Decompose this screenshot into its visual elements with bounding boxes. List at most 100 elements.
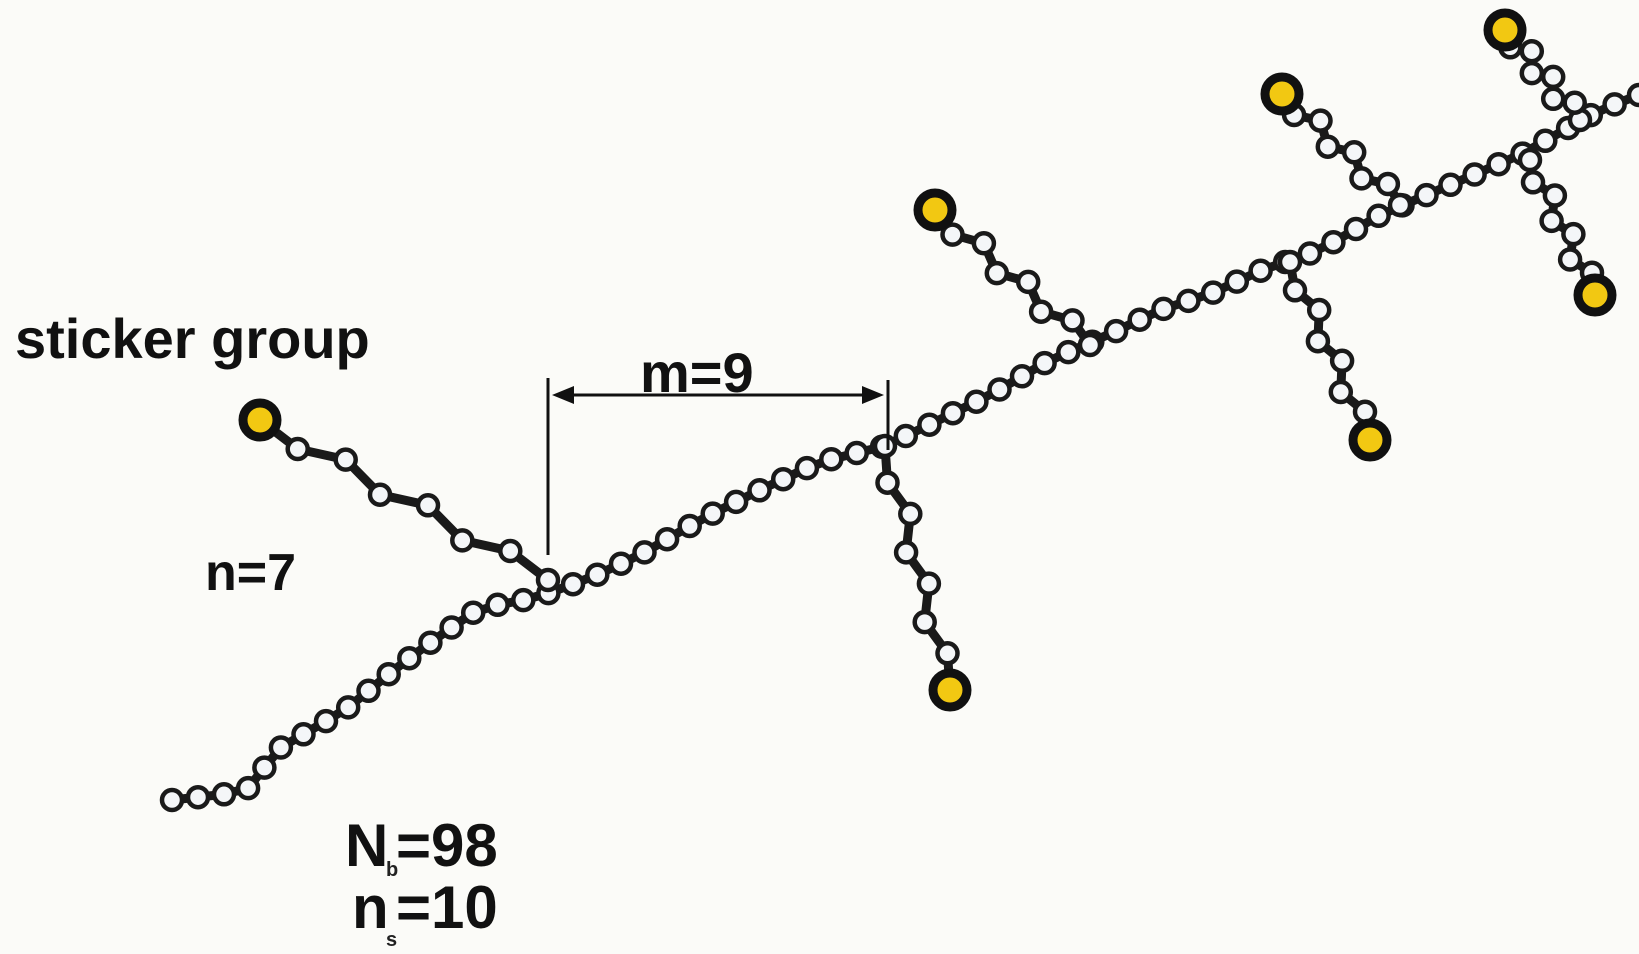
monomer-bead: [450, 528, 475, 553]
monomer-bead: [235, 775, 261, 801]
monomer-bead: [1375, 171, 1401, 197]
monomer-bead: [1315, 134, 1341, 159]
monomer-bead: [511, 587, 536, 613]
monomer-bead: [872, 433, 898, 459]
monomer-bead: [1297, 241, 1323, 266]
monomer-bead: [1277, 249, 1303, 275]
monomer-bead: [700, 501, 725, 526]
monomer-bead: [585, 562, 610, 587]
monomer-bead: [1308, 108, 1333, 133]
monomer-bead: [1349, 166, 1374, 191]
side-chain-4: [1277, 249, 1392, 462]
monomer-bead: [367, 482, 393, 507]
spacer-label: m=9: [640, 341, 754, 404]
monomer-bead: [1520, 170, 1546, 195]
branch-count-value: =10: [396, 874, 498, 941]
monomer-bead: [397, 645, 422, 671]
beads: [159, 8, 1639, 813]
monomer-bead: [844, 440, 869, 466]
monomer-bead: [677, 513, 702, 539]
monomer-bead: [1519, 60, 1545, 86]
monomer-bead: [1329, 348, 1355, 374]
monomer-bead: [415, 493, 441, 518]
monomer-bead: [1366, 203, 1391, 229]
monomer-bead: [893, 423, 919, 449]
monomer-bead: [418, 630, 443, 655]
spacer-arrow-right-head: [862, 386, 884, 404]
backbone-count-value: =98: [396, 812, 498, 879]
monomer-bead: [916, 571, 942, 596]
monomer-bead: [498, 538, 523, 564]
monomer-bead: [560, 571, 586, 597]
branch-count-main: n: [352, 874, 389, 941]
monomer-bead: [1306, 297, 1332, 323]
monomer-bead: [1540, 86, 1566, 112]
monomer-bead: [819, 446, 844, 472]
monomer-bead: [1519, 38, 1545, 64]
monomer-bead: [1341, 140, 1367, 165]
monomer-bead: [893, 540, 919, 565]
monomer-bead: [770, 466, 796, 492]
monomer-bead: [1557, 247, 1583, 272]
monomer-bead: [1056, 339, 1081, 365]
monomer-bead: [654, 526, 680, 552]
monomer-bead: [940, 400, 966, 426]
monomer-bead: [356, 678, 381, 704]
monomer-bead: [723, 489, 749, 515]
monomer-bead: [912, 609, 937, 635]
side-chain-7: [1483, 8, 1593, 133]
monomer-bead: [747, 478, 772, 503]
monomer-bead: [185, 784, 211, 810]
monomer-bead: [291, 722, 316, 747]
monomer-bead: [1224, 269, 1250, 294]
monomer-bead: [1438, 172, 1463, 198]
monomer-bead: [1462, 162, 1487, 187]
side-chain-2: [872, 433, 972, 712]
monomer-bead: [1321, 229, 1346, 255]
monomer-bead: [159, 787, 185, 813]
monomer-bead: [1387, 192, 1413, 218]
sticker-bead: [1260, 72, 1304, 116]
monomer-bead: [1009, 364, 1035, 389]
monomer-bead: [1539, 208, 1564, 234]
sticker-bead: [1483, 8, 1527, 52]
sticker-bead: [928, 668, 972, 712]
monomer-bead: [1328, 379, 1354, 405]
side-chain-1: [238, 398, 561, 593]
monomer-bead: [1486, 151, 1511, 177]
spacer-dimension: [546, 378, 890, 555]
monomer-bead: [987, 377, 1012, 402]
monomer-bead: [1103, 318, 1129, 344]
side-chain-3: [913, 188, 1103, 358]
monomer-bead: [1540, 64, 1566, 90]
monomer-bead: [1517, 147, 1543, 173]
monomer-bead: [984, 260, 1010, 286]
backbone-count-main: N: [345, 812, 388, 879]
sticker-bead: [1348, 418, 1392, 462]
side-chain-6: [1517, 147, 1617, 317]
monomer-bead: [252, 755, 277, 780]
monomer-bead: [632, 540, 657, 565]
monomer-bead: [1626, 82, 1639, 108]
monomer-bead: [439, 615, 464, 640]
monomer-bead: [898, 501, 923, 527]
monomer-bead: [1176, 288, 1201, 314]
monomer-bead: [1248, 258, 1273, 283]
monomer-bead: [1305, 328, 1331, 354]
monomer-bead: [1028, 299, 1054, 324]
monomer-bead: [285, 436, 310, 462]
monomer-bead: [1200, 280, 1226, 305]
monomer-bead: [1077, 332, 1103, 358]
monomer-bead: [211, 782, 237, 807]
monomer-bead: [376, 661, 401, 687]
side-chain-5: [1260, 72, 1413, 218]
backbone-chain: [159, 82, 1639, 813]
monomer-bead: [535, 567, 561, 593]
sticker-bead: [238, 398, 282, 442]
sticker-group-label: sticker group: [15, 307, 370, 370]
monomer-bead: [875, 470, 900, 495]
monomer-bead: [335, 695, 361, 720]
monomer-bead: [1562, 90, 1587, 115]
monomer-bead: [1151, 296, 1176, 322]
